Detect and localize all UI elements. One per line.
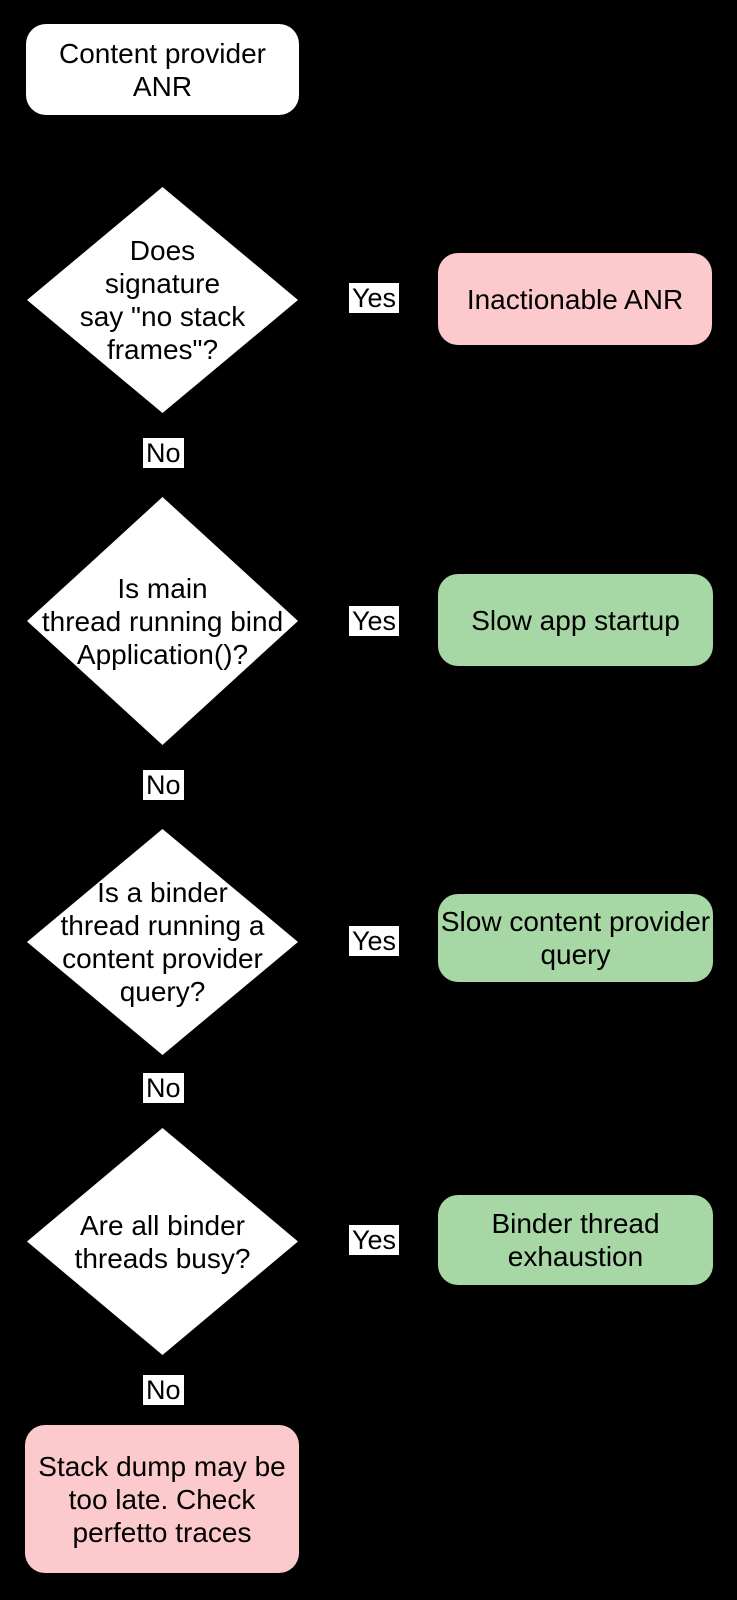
node-text: Are all binder threads busy? bbox=[75, 1209, 251, 1275]
node-text-line: Inactionable ANR bbox=[466, 283, 684, 315]
node-text: Content provider ANR bbox=[59, 37, 266, 103]
node-text-line: Stack dump may be bbox=[38, 1450, 286, 1482]
node-text: Slow content provider query bbox=[441, 905, 710, 971]
edge-label-no-4: No bbox=[143, 1375, 184, 1405]
node-text-line: content provider bbox=[62, 943, 263, 974]
node-text-line: too late. Check bbox=[68, 1483, 256, 1515]
node-text-line: Does bbox=[129, 235, 196, 266]
node-text: Is a binder thread running a content pro… bbox=[61, 876, 265, 1008]
node-text-line: threads busy? bbox=[74, 1242, 251, 1274]
edge-label-yes-4: Yes bbox=[349, 1225, 400, 1255]
node-text-line: perfetto traces bbox=[72, 1516, 252, 1548]
node-text: Slow app startup bbox=[471, 604, 680, 637]
node-text-line: thread running bind bbox=[41, 605, 284, 637]
node-text-line: Is a binder bbox=[97, 877, 228, 908]
result-inactionable-anr: Inactionable ANR bbox=[438, 253, 712, 345]
node-text: Does signature say "no stack frames"? bbox=[80, 234, 246, 366]
node-text-line: signature bbox=[104, 268, 221, 299]
node-text-line: Slow content provider bbox=[440, 906, 711, 937]
edge-label-yes-2: Yes bbox=[349, 606, 400, 636]
result-binder-thread-exhaustion: Binder thread exhaustion bbox=[438, 1195, 713, 1285]
node-text-line: say "no stack bbox=[79, 301, 246, 332]
edge-label-no-2: No bbox=[143, 770, 184, 800]
node-text-line: query bbox=[540, 939, 611, 970]
node-text-line: thread running a bbox=[60, 910, 265, 941]
decision-signature-no-stack-frames: Does signature say "no stack frames"? bbox=[27, 187, 298, 413]
node-text: Is main thread running bind Application(… bbox=[42, 572, 283, 671]
node-end-stack-dump-too-late: Stack dump may be too late. Check perfet… bbox=[25, 1425, 299, 1573]
node-text-line: Slow app startup bbox=[471, 604, 680, 636]
node-text-line: Application()? bbox=[76, 638, 249, 670]
node-text: Binder thread exhaustion bbox=[491, 1207, 659, 1273]
node-text-line: exhaustion bbox=[507, 1241, 644, 1272]
node-text-line: Is main bbox=[117, 572, 208, 604]
edge-label-no-3: No bbox=[143, 1073, 184, 1103]
node-text-line: Binder thread bbox=[491, 1208, 660, 1239]
result-slow-app-startup: Slow app startup bbox=[438, 574, 713, 666]
edge-label-no-1: No bbox=[143, 438, 184, 468]
edge-label-yes-3: Yes bbox=[349, 926, 400, 956]
decision-all-binder-threads-busy: Are all binder threads busy? bbox=[27, 1128, 298, 1355]
result-slow-content-provider-query: Slow content provider query bbox=[438, 894, 713, 982]
node-text: Inactionable ANR bbox=[467, 283, 683, 316]
edge-label-yes-1: Yes bbox=[349, 283, 400, 313]
node-text-line: Content provider bbox=[58, 37, 266, 69]
decision-binder-thread-content-provider-query: Is a binder thread running a content pro… bbox=[27, 829, 298, 1055]
node-text-line: Are all binder bbox=[80, 1209, 245, 1241]
node-start-content-provider-anr: Content provider ANR bbox=[26, 24, 299, 115]
node-text-line: ANR bbox=[132, 70, 193, 102]
node-text: Stack dump may be too late. Check perfet… bbox=[38, 1450, 285, 1549]
node-text-line: query? bbox=[119, 976, 206, 1007]
node-text-line: frames"? bbox=[106, 334, 219, 365]
decision-main-thread-bindapplication: Is main thread running bind Application(… bbox=[27, 497, 298, 745]
